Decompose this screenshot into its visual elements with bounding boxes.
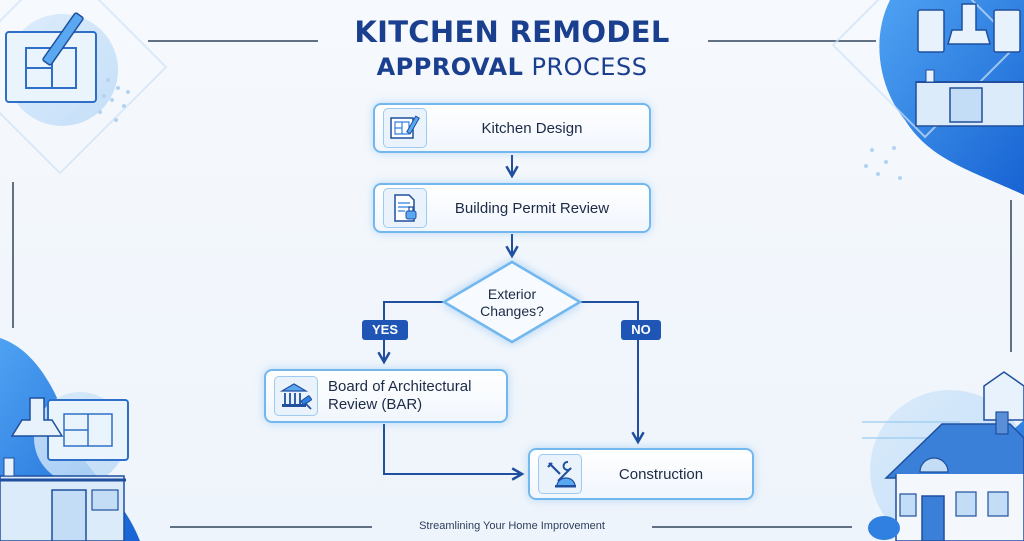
step-label: Kitchen Design: [481, 119, 583, 137]
title-line-2: APPROVAL PROCESS: [312, 55, 712, 79]
no-badge: NO: [621, 320, 661, 340]
permit-document-icon: [383, 188, 427, 228]
step-label: Board of Architectural Review (BAR): [318, 378, 506, 414]
title-line-2-rest: PROCESS: [523, 53, 648, 81]
tools-hardhat-icon: [538, 454, 582, 494]
blueprint-icon: [383, 108, 427, 148]
step-kitchen-design[interactable]: Kitchen Design: [373, 103, 651, 153]
connector-no-branch: [578, 301, 645, 445]
step-label-line-1: Board of Architectural: [328, 378, 472, 395]
blueprint-corner-illustration: [0, 0, 168, 175]
decision-exterior-changes[interactable]: Exterior Changes?: [470, 286, 554, 320]
courthouse-gavel-icon: [274, 376, 318, 416]
title-line-1: KITCHEN REMODEL: [354, 15, 670, 49]
yes-badge: YES: [362, 320, 408, 340]
footer-tagline: Streamlining Your Home Improvement: [419, 520, 605, 532]
connector-yes-branch: [377, 301, 446, 365]
decision-line-1: Exterior: [487, 286, 537, 302]
kitchen-counter-corner-illustration: [0, 338, 140, 541]
house-corner-illustration: [862, 371, 1024, 541]
title-line-2-bold: APPROVAL: [376, 53, 524, 81]
step-label-line-2: Review (BAR): [328, 396, 423, 413]
page-title: KITCHEN REMODEL APPROVAL PROCESS: [312, 15, 712, 80]
step-label: Building Permit Review: [454, 199, 610, 217]
kitchen-corner-illustration: [831, 0, 1024, 195]
decision-diamond: [441, 260, 583, 344]
connector-bar-to-construction: [383, 424, 525, 481]
decision-line-2: Changes?: [480, 303, 544, 319]
step-building-permit-review[interactable]: Building Permit Review: [373, 183, 651, 233]
step-board-of-architectural-review[interactable]: Board of Architectural Review (BAR): [264, 369, 508, 423]
step-label: Construction: [618, 465, 704, 483]
step-construction[interactable]: Construction: [528, 448, 754, 500]
